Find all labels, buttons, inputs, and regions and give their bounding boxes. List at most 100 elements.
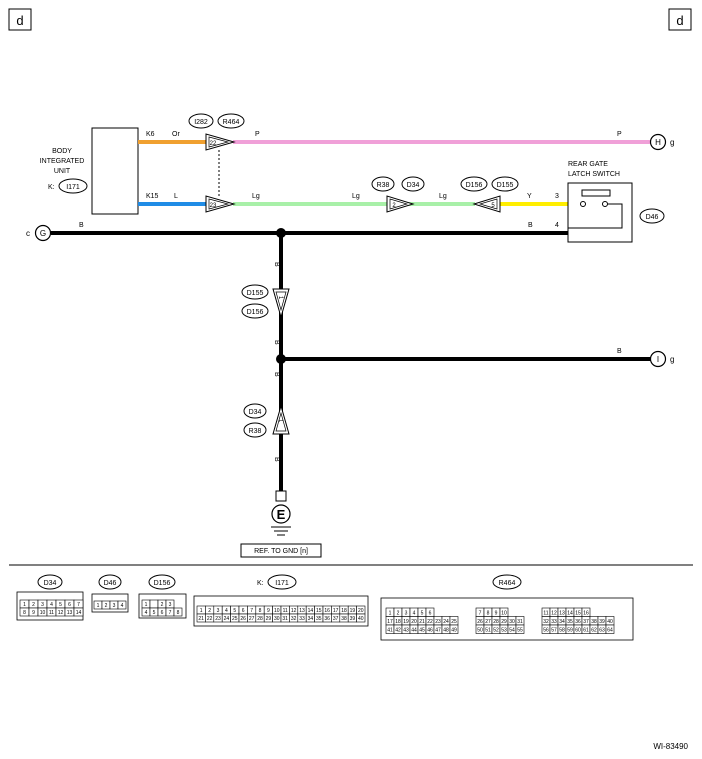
connector-id-r38: R38	[377, 182, 390, 189]
ground-connector-oval-r38	[243, 422, 267, 438]
connector-arrow-23-inner	[208, 198, 230, 210]
connector-arrow-22-inner	[208, 136, 230, 148]
legend-i171-label: I171	[275, 580, 289, 587]
legend-i171-prefix: K:	[257, 580, 264, 587]
legend-r464-pin: 17	[387, 619, 393, 625]
wire-label-b-branch: B	[617, 348, 622, 355]
legend-d46-housing	[91, 593, 129, 613]
wire-label-or: Or	[172, 131, 180, 138]
legend-i171-pin: 12	[291, 608, 297, 614]
connector-id-d155: D155	[497, 182, 514, 189]
legend-r464-pin: 51	[485, 628, 491, 634]
legend-r464-pin: 47	[435, 628, 441, 634]
corner-tag-right: d	[676, 13, 683, 28]
legend-d46-pin: 4	[121, 603, 124, 609]
legend-r464-pin: 55	[517, 628, 523, 634]
switch-contact-right	[602, 201, 608, 207]
legend-r464-pin: 43	[403, 628, 409, 634]
body-unit-pin-top: K6	[146, 131, 155, 138]
legend-d46-pin: 3	[113, 603, 116, 609]
connector-arrow-5-outer	[472, 195, 501, 213]
legend-i171-pin: 2	[208, 608, 211, 614]
ground-connector-upper-pin: 1	[277, 296, 283, 300]
legend-d34-pin: 12	[58, 610, 64, 616]
connector-pin-22: 22	[210, 141, 217, 147]
legend-r464-pin: 42	[395, 628, 401, 634]
legend-r464-pin: 22	[427, 619, 433, 625]
legend-r464-cell	[449, 624, 459, 634]
connector-oval-r464	[217, 113, 245, 129]
legend-r464-pin: 39	[599, 619, 605, 625]
terminal-g-prefix: c	[26, 229, 30, 238]
connector-id-d34: D34	[407, 182, 420, 189]
legend-r464-pin: 3	[405, 611, 408, 617]
wire-label-y: Y	[527, 193, 532, 200]
legend-d34-oval	[37, 574, 63, 590]
legend-d34-pin: 6	[68, 602, 71, 608]
wire-label-lg-3: Lg	[439, 193, 447, 200]
legend-r464-pin: 59	[567, 628, 573, 634]
legend-d156-pin: 7	[169, 610, 172, 616]
legend-r464-pin: 19	[403, 619, 409, 625]
connector-oval-d34	[401, 176, 425, 192]
legend-r464-pin: 37	[583, 619, 589, 625]
legend-d34-label: D34	[44, 580, 57, 587]
wire-label-b-v4: B	[273, 457, 280, 462]
legend-i171-pin: 1	[200, 608, 203, 614]
legend-i171-pin: 11	[283, 608, 288, 614]
legend-d34-pin: 4	[50, 602, 53, 608]
legend-i171-pin: 31	[282, 616, 288, 622]
legend-r464-pin: 46	[427, 628, 433, 634]
terminal-h-suffix: g	[670, 138, 674, 147]
terminal-g	[34, 224, 52, 242]
legend-i171-pin: 24	[224, 616, 230, 622]
legend-r464-pin: 5	[421, 611, 424, 617]
legend-i171-pin: 30	[274, 616, 280, 622]
legend-i171-pin: 32	[291, 616, 297, 622]
legend-r464-pin: 41	[387, 628, 393, 634]
legend-r464-pin: 36	[575, 619, 581, 625]
ground-ref-box	[240, 543, 322, 558]
legend-i171-pin: 6	[242, 608, 245, 614]
connector-oval-d156	[460, 176, 488, 192]
legend-r464-pin: 32	[543, 619, 549, 625]
legend-i171-pin: 4	[225, 608, 228, 614]
legend-r464-pin: 16	[583, 611, 589, 617]
connector-pin-2: 2	[392, 203, 396, 209]
legend-r464-pin: 18	[395, 619, 401, 625]
connector-id-d156: D156	[466, 182, 483, 189]
legend-d156-pin: 6	[161, 610, 164, 616]
legend-i171-pin: 17	[333, 608, 339, 614]
legend-i171-pin: 16	[324, 608, 330, 614]
legend-r464-pin: 64	[607, 628, 613, 634]
legend-d156-oval	[148, 574, 176, 590]
legend-d34-pin: 10	[40, 610, 46, 616]
legend-r464-pin: 11	[543, 611, 548, 617]
terminal-i-letter: I	[657, 355, 659, 364]
legend-d156-pin: 3	[169, 602, 172, 608]
legend-d156-pin: 2	[161, 602, 164, 608]
legend-i171-pin: 27	[249, 616, 255, 622]
legend-i171-oval	[267, 574, 297, 590]
connector-id-r464: R464	[223, 119, 240, 126]
ground-connector-upper-inner	[275, 291, 287, 312]
legend-r464-pin: 54	[509, 628, 515, 634]
legend-i171-pin: 3	[217, 608, 220, 614]
terminal-e	[271, 504, 291, 524]
connector-oval-r38	[371, 176, 395, 192]
legend-d156-pin: 4	[145, 610, 148, 616]
junction-dot-lower	[276, 354, 286, 364]
terminal-i-suffix: g	[670, 355, 674, 364]
legend-i171-pin: 29	[266, 616, 272, 622]
legend-r464-pin: 21	[419, 619, 425, 625]
legend-d156-cell	[173, 607, 183, 617]
body-unit-pin-bottom: K15	[146, 193, 159, 200]
ground-connector-upper-outer	[272, 288, 290, 319]
legend-r464-pin: 63	[599, 628, 605, 634]
connector-oval-d155	[491, 176, 519, 192]
legend-r464-pin: 58	[559, 628, 565, 634]
terminal-i	[649, 350, 667, 368]
connector-pin-5: 5	[491, 203, 495, 209]
legend-r464-pin: 29	[501, 619, 507, 625]
